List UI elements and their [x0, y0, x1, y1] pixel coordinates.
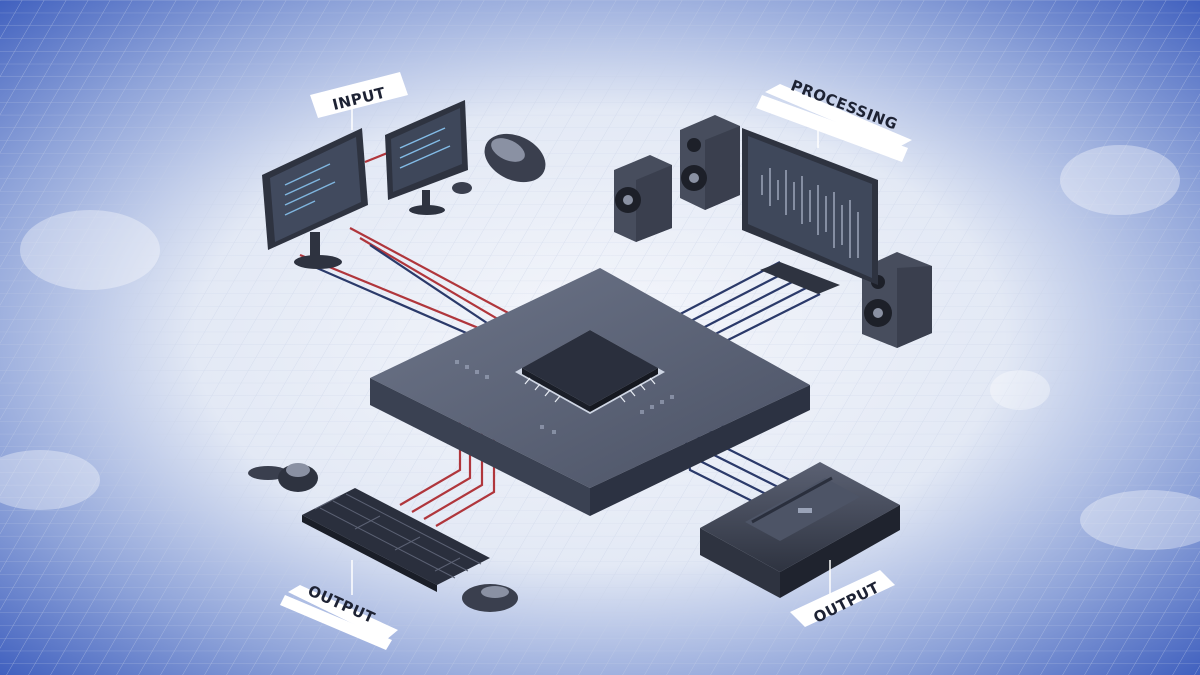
mouse-icon	[484, 133, 546, 183]
monitor-icon	[385, 100, 468, 215]
speaker-icon	[862, 252, 932, 348]
background-texture	[0, 145, 1200, 550]
speaker-icon	[614, 155, 672, 242]
webcam-icon	[248, 463, 318, 492]
output-left-label: OUTPUT	[280, 560, 398, 650]
speaker-icon	[680, 115, 740, 210]
webcam-icon	[452, 182, 472, 194]
monitor-icon	[262, 128, 368, 269]
printer-icon	[700, 462, 900, 598]
monitor-icon	[742, 128, 878, 294]
waveform	[761, 168, 859, 258]
mouse-icon	[462, 584, 518, 612]
cpu-chip-icon	[515, 330, 665, 414]
keyboard-icon	[302, 488, 490, 592]
